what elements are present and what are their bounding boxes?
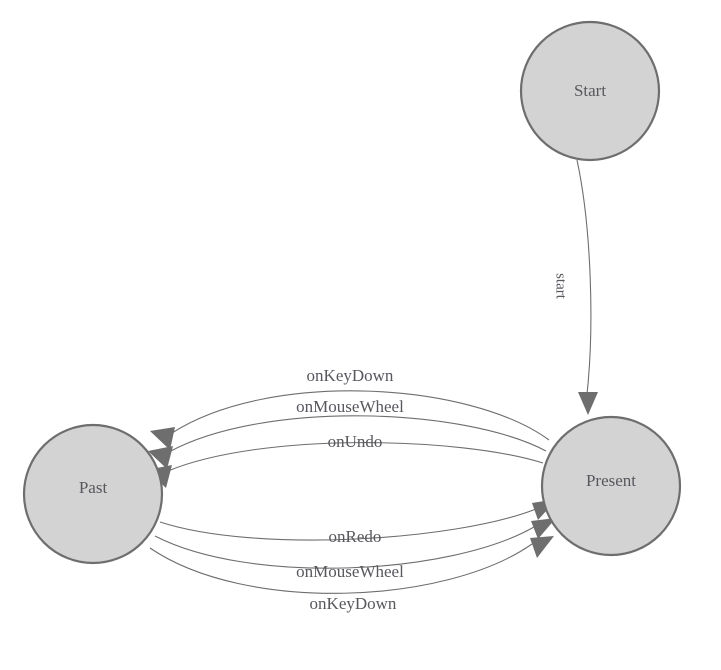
node-present[interactable]: Present [540,415,682,557]
node-label-past: Past [79,478,108,497]
arrowhead-icon [530,536,554,558]
arrowhead-icon [578,392,598,415]
edge-present-to-past-onkeydown[interactable] [150,390,550,450]
edge-path [168,415,547,453]
node-circle [540,415,682,557]
arrowhead-icon [150,427,175,450]
node-start[interactable]: Start [519,20,661,162]
edge-path [154,526,535,569]
edge-path [149,543,533,594]
edge-label-present-past-onundo: onUndo [328,432,383,451]
edge-past-to-present-onkeydown[interactable] [149,536,554,594]
edge-label-present-past-onkeydown: onKeyDown [307,366,394,385]
node-circle [519,20,661,162]
edge-path [167,442,544,472]
edge-label-present-past-onmousewheel: onMouseWheel [296,397,404,416]
edge-path [171,390,550,441]
edge-label-past-present-onredo: onRedo [329,527,382,546]
edge-past-to-present-onmousewheel[interactable] [154,518,556,569]
node-past[interactable]: Past [22,423,164,565]
edge-label-start: start [553,273,569,300]
edge-path [159,508,537,541]
edge-label-past-present-onmousewheel: onMouseWheel [296,562,404,581]
node-label-start: Start [574,81,606,100]
node-label-present: Present [586,471,636,490]
edge-present-to-past-onmousewheel[interactable] [148,415,547,469]
edge-start-to-present[interactable] [576,159,598,415]
arrowhead-icon [531,518,556,539]
edge-path [576,159,592,395]
arrowhead-icon [148,446,173,469]
node-circle [22,423,164,565]
edge-label-past-present-onkeydown: onKeyDown [310,594,397,613]
